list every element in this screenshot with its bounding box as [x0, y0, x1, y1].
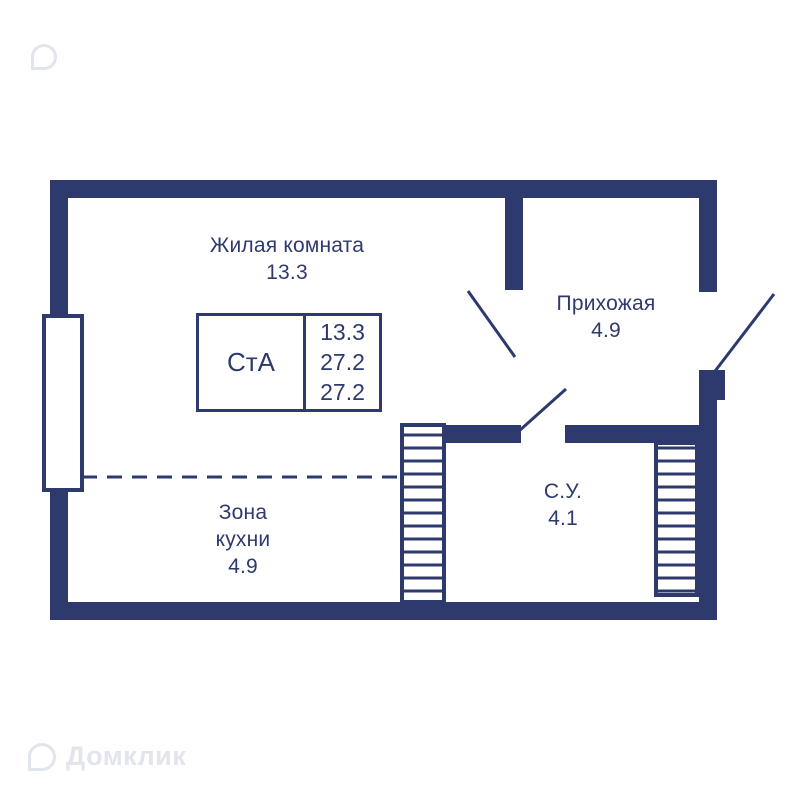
room-name-line: Зона — [218, 501, 268, 524]
wall-left-lower — [50, 486, 68, 620]
room-label-living: Жилая комната 13.3 — [157, 232, 417, 286]
wall-living-hallway — [505, 198, 523, 290]
apartment-stamp: СтА 13.3 27.2 27.2 — [196, 313, 382, 412]
wall-top — [50, 180, 717, 198]
door-living-hallway — [466, 290, 517, 358]
room-area-value: 4.9 — [591, 319, 621, 342]
door-entrance — [707, 293, 776, 380]
watermark: Домклик — [28, 741, 186, 772]
stamp-value: 27.2 — [320, 348, 365, 375]
watermark-brand-text: Домклик — [66, 741, 187, 771]
room-name: Жилая комната — [209, 234, 365, 257]
door-bathroom — [518, 387, 567, 433]
stamp-values: 13.3 27.2 27.2 — [303, 316, 379, 409]
wall-right-upper — [699, 180, 717, 292]
room-name-line: кухни — [215, 528, 271, 551]
room-label-hallway: Прихожая 4.9 — [531, 290, 681, 344]
stamp-type-label: СтА — [226, 347, 276, 377]
room-name: Прихожая — [556, 292, 656, 315]
door-swings — [466, 290, 776, 433]
shaft-left — [400, 423, 446, 604]
room-area-value: 4.9 — [228, 555, 258, 578]
stamp-value: 13.3 — [320, 319, 365, 346]
wall-bath-top-right — [565, 425, 699, 443]
interior-walls — [443, 198, 699, 443]
stamp-value: 27.2 — [320, 378, 365, 405]
wall-bath-top-left — [443, 425, 521, 443]
domclick-logo-icon — [31, 44, 57, 70]
room-label-bathroom: С.У. 4.1 — [503, 478, 623, 532]
room-label-kitchen: Зона кухни 4.9 — [183, 499, 303, 580]
room-area-value: 13.3 — [266, 261, 308, 284]
domclick-logo-icon — [28, 742, 56, 771]
room-area-value: 4.1 — [548, 507, 578, 530]
shaft-right — [654, 441, 699, 597]
room-name: С.У. — [543, 480, 583, 503]
window — [42, 314, 84, 492]
wall-bottom — [50, 602, 717, 620]
wall-left-upper — [50, 180, 68, 320]
wall-right-lower — [699, 374, 717, 620]
